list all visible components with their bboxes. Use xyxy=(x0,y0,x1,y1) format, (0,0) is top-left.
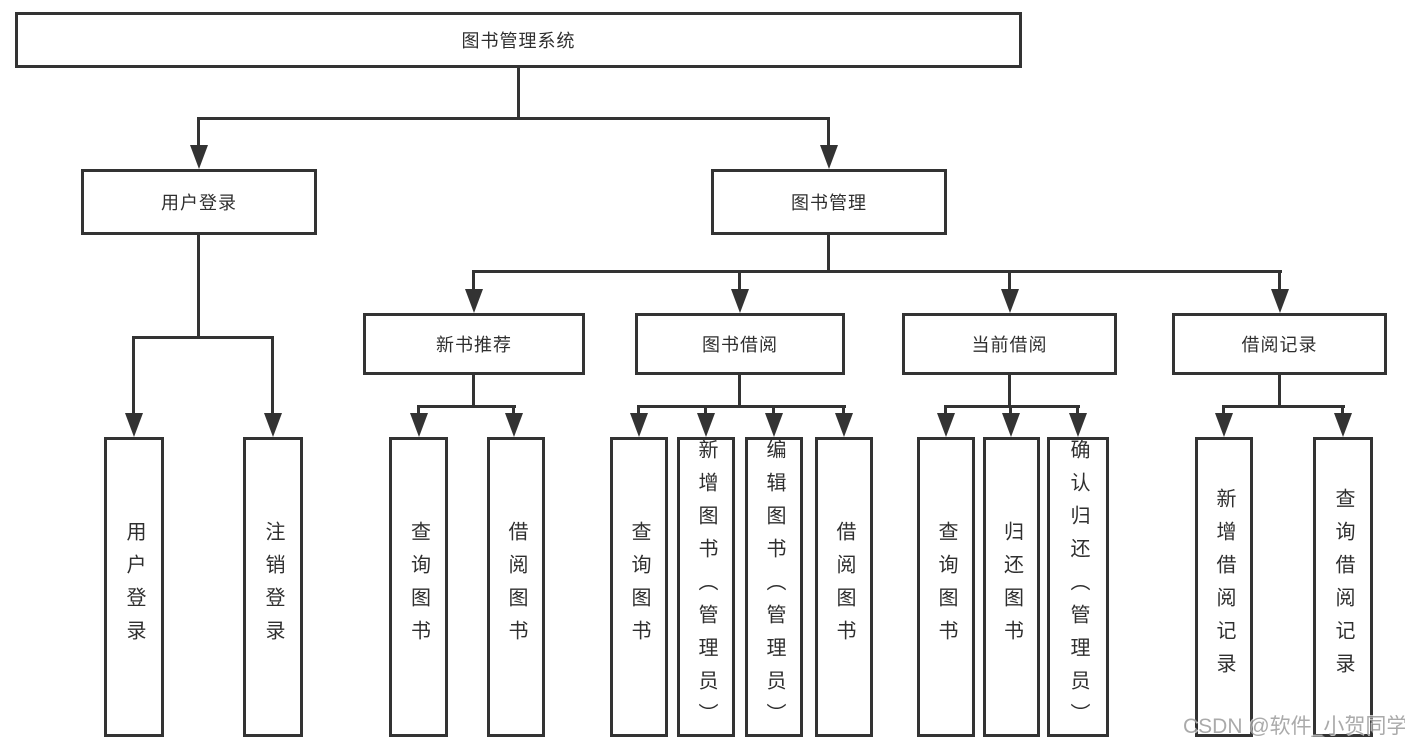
connector-arrowhead xyxy=(731,289,749,313)
connector-arrowhead xyxy=(1271,289,1289,313)
connector-hline xyxy=(132,336,274,339)
connector-arrowhead xyxy=(190,145,208,169)
node-user-login: 用户登录 xyxy=(81,169,317,235)
connector-arrowhead xyxy=(1001,289,1019,313)
node-label: 新书推荐 xyxy=(436,335,512,355)
node-current-borrow: 当前借阅 xyxy=(902,313,1117,375)
connector-vline xyxy=(637,405,640,415)
leaf-label: 借阅图书 xyxy=(505,521,527,653)
leaf-logout: 注销登录 xyxy=(243,437,303,737)
node-borrow-records: 借阅记录 xyxy=(1172,313,1387,375)
connector-vline xyxy=(472,270,475,289)
leaf-query-book-current: 查询图书 xyxy=(917,437,975,737)
connector-vline xyxy=(1222,405,1225,415)
connector-vline xyxy=(772,405,775,415)
leaf-add-borrow-record: 新增借阅记录 xyxy=(1195,437,1253,737)
leaf-label: 注销登录 xyxy=(262,521,284,653)
connector-vline xyxy=(738,270,741,289)
connector-vline xyxy=(1008,374,1011,405)
connector-vline xyxy=(197,117,200,145)
connector-vline xyxy=(1278,270,1281,289)
connector-arrowhead xyxy=(465,289,483,313)
connector-vline xyxy=(417,405,420,415)
connector-arrowhead xyxy=(264,413,282,437)
connector-arrowhead xyxy=(630,413,648,437)
connector-vline xyxy=(827,235,830,270)
node-book-management: 图书管理 xyxy=(711,169,947,235)
connector-vline xyxy=(1009,405,1012,415)
connector-vline xyxy=(842,405,845,415)
csdn-watermark: CSDN @软件_小贺同学 xyxy=(1183,715,1405,738)
connector-hline xyxy=(944,405,1080,408)
leaf-label: 归还图书 xyxy=(1000,521,1023,653)
leaf-query-book-borrow: 查询图书 xyxy=(610,437,668,737)
node-label: 借阅记录 xyxy=(1241,335,1318,355)
node-label: 图书管理 xyxy=(791,193,867,213)
connector-arrowhead xyxy=(697,413,715,437)
leaf-label: 查询图书 xyxy=(628,521,650,653)
connector-vline xyxy=(132,336,135,413)
node-book-borrow: 图书借阅 xyxy=(635,313,845,375)
leaf-label: 用户登录 xyxy=(123,521,145,653)
connector-vline xyxy=(944,405,947,415)
node-new-book-recommend: 新书推荐 xyxy=(363,313,585,375)
node-label: 用户登录 xyxy=(161,193,237,213)
leaf-query-borrow-record: 查询借阅记录 xyxy=(1313,437,1373,737)
connector-arrowhead xyxy=(765,413,783,437)
connector-arrowhead xyxy=(1002,413,1020,437)
connector-vline xyxy=(704,405,707,415)
leaf-return-book: 归还图书 xyxy=(983,437,1040,737)
leaf-user-login: 用户登录 xyxy=(104,437,164,737)
leaf-add-book-admin: 新增图书（管理员） xyxy=(677,437,735,737)
connector-arrowhead xyxy=(1334,413,1352,437)
connector-hline xyxy=(197,117,830,120)
leaf-confirm-return-admin: 确认归还（管理员） xyxy=(1047,437,1109,737)
connector-vline xyxy=(517,68,520,117)
connector-hline xyxy=(417,405,516,408)
connector-arrowhead xyxy=(505,413,523,437)
leaf-edit-book-admin: 编辑图书（管理员） xyxy=(745,437,803,737)
connector-vline xyxy=(1076,405,1079,415)
connector-vline xyxy=(271,336,274,413)
leaf-label: 借阅图书 xyxy=(833,521,855,653)
node-root: 图书管理系统 xyxy=(15,12,1022,68)
leaf-label: 新增图书（管理员） xyxy=(695,438,717,736)
connector-arrowhead xyxy=(835,413,853,437)
node-root-label: 图书管理系统 xyxy=(461,31,576,51)
leaf-label: 编辑图书（管理员） xyxy=(763,438,785,736)
connector-arrowhead xyxy=(1215,413,1233,437)
leaf-label: 查询借阅记录 xyxy=(1332,488,1354,686)
connector-vline xyxy=(1341,405,1344,415)
connector-vline xyxy=(197,235,200,336)
leaf-label: 确认归还（管理员） xyxy=(1067,438,1089,736)
leaf-label: 新增借阅记录 xyxy=(1213,488,1235,686)
connector-vline xyxy=(1278,374,1281,405)
leaf-label: 查询图书 xyxy=(935,521,957,653)
leaf-label: 查询图书 xyxy=(407,521,430,653)
connector-arrowhead xyxy=(125,413,143,437)
connector-hline xyxy=(637,405,846,408)
connector-arrowhead xyxy=(820,145,838,169)
connector-vline xyxy=(738,374,741,405)
node-label: 当前借阅 xyxy=(971,335,1048,355)
leaf-borrow-book-recommend: 借阅图书 xyxy=(487,437,545,737)
node-label: 图书借阅 xyxy=(702,335,778,355)
connector-hline xyxy=(472,270,1282,273)
connector-vline xyxy=(512,405,515,415)
connector-arrowhead xyxy=(410,413,428,437)
connector-arrowhead xyxy=(1069,413,1087,437)
connector-arrowhead xyxy=(937,413,955,437)
connector-vline xyxy=(1008,270,1011,289)
leaf-borrow-book-borrow: 借阅图书 xyxy=(815,437,873,737)
connector-vline xyxy=(472,374,475,405)
leaf-query-book-recommend: 查询图书 xyxy=(389,437,448,737)
connector-vline xyxy=(827,117,830,145)
connector-hline xyxy=(1222,405,1345,408)
